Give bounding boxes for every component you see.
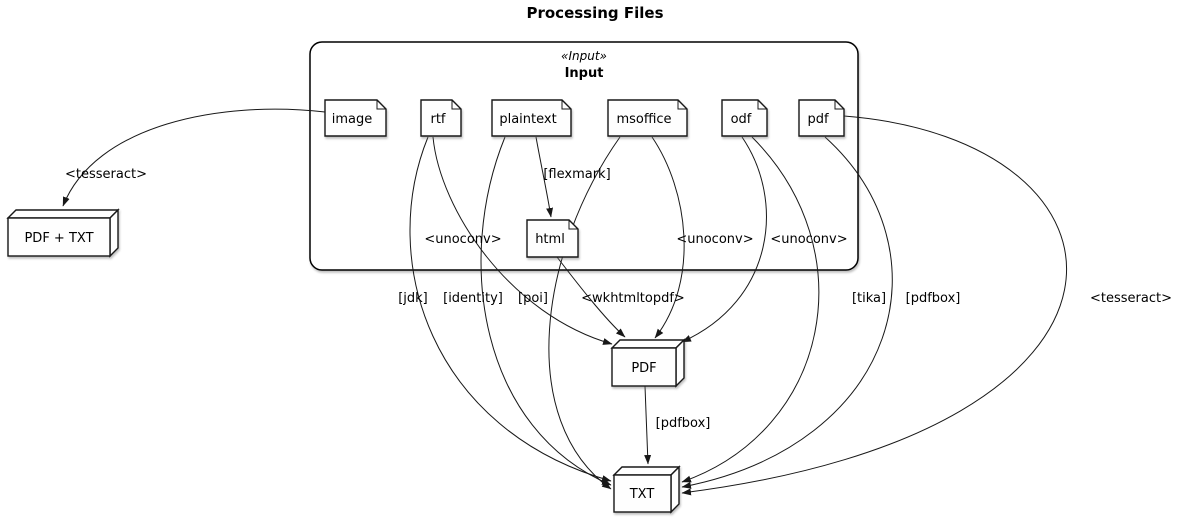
file-fold-icon [834,100,844,110]
edge-PDF-to-txt-pdfbox [644,385,652,465]
edge-label-wkhtmltopdf: <wkhtmltopdf> [581,291,685,306]
edge-label-unoconv-rtf: <unoconv> [424,232,501,247]
edge-rtf-to-pdf-unoconv [432,136,613,345]
file-node-msoffice-label: msoffice [616,112,671,127]
node-side-face [670,465,680,514]
edge-plaintext-to-html [535,136,554,218]
node-top-face [612,466,681,476]
edge-rtf-to-txt-jdk [409,136,612,482]
file-node-odf-label: odf [731,112,752,127]
edge-label-identity: [identity] [443,291,503,306]
edge-label-tesseract-image: <tesseract> [65,167,147,182]
input-container: «Input» Input [309,41,859,271]
file-node-rtf: rtf [420,99,462,137]
node-top-face [6,209,120,219]
edge-label-tesseract-pdf: <tesseract> [1090,291,1172,306]
node-front-face [613,474,672,513]
node-TXT-label: TXT [629,487,655,502]
file-node-plaintext: plaintext [491,99,572,137]
file-node-pdf: pdf [798,99,845,137]
input-container-stereotype: «Input» [561,49,607,63]
file-node-odf: odf [721,99,768,137]
file-node-rtf-label: rtf [430,112,445,127]
node-PDF-label: PDF [631,361,656,376]
file-fold-icon [561,100,571,110]
file-node-plaintext-label: plaintext [499,112,556,127]
input-container-name: Input [565,66,604,81]
edge-pdf-to-txt-tesseract [681,115,1067,496]
edge-odf-to-pdf-unoconv [681,136,767,343]
file-shape [721,99,768,137]
edge-label-tika: [tika] [852,291,886,306]
edge-html-to-pdf-wkhtmltopdf [556,256,626,338]
edge-msoffice-to-txt-poi [548,136,621,490]
file-node-image-label: image [332,112,373,127]
file-node-msoffice: msoffice [607,99,688,137]
file-fold-icon [677,100,687,110]
file-node-html: html [526,219,579,258]
edge-label-jdk: [jdk] [398,291,428,306]
edge-msoffice-to-pdf-unoconv [651,136,685,339]
edge-label-pdfbox-PDF: [pdfbox] [656,416,711,431]
node-side-face [109,208,119,258]
file-node-image: image [324,99,387,137]
file-shape [607,99,688,137]
file-fold-icon [568,220,578,230]
file-shape [491,99,572,137]
node-top-face [610,339,686,349]
node-front-face [7,217,111,257]
file-node-html-label: html [535,232,565,247]
file-fold-icon [376,100,386,110]
file-fold-icon [451,100,461,110]
edge-plaintext-to-txt-identity [480,136,612,486]
file-shape [798,99,845,137]
edge-label-poi: [poi] [518,291,548,306]
node-TXT: TXT [612,465,681,514]
node-pdf-txt-label: PDF + TXT [24,231,93,246]
node-pdf-txt: PDF + TXT [6,208,120,258]
edge-label-pdfbox-pdf: [pdfbox] [906,291,961,306]
file-shape [324,99,387,137]
file-shape [526,219,579,258]
file-node-pdf-label: pdf [807,112,829,127]
edge-pdf-to-txt-pdfbox [681,136,893,489]
edge-label-unoconv-msoffice: <unoconv> [676,232,753,247]
file-shape [420,99,462,137]
input-container-box [309,41,859,271]
edge-label-flexmark: [flexmark] [543,167,610,182]
node-front-face [611,347,677,387]
file-fold-icon [757,100,767,110]
edge-image-to-pdftxt [62,108,326,207]
edge-odf-to-txt-tika [681,136,820,483]
node-side-face [675,338,685,388]
edge-label-unoconv-odf: <unoconv> [770,232,847,247]
node-PDF: PDF [610,338,686,388]
diagram-title: Processing Files [526,4,663,22]
